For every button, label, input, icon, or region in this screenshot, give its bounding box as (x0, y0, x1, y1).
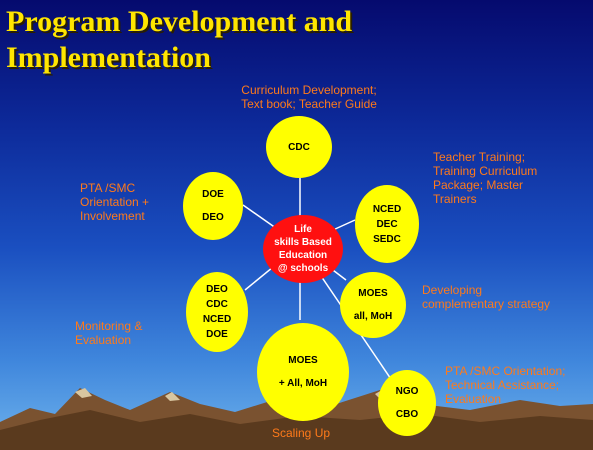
label-scaling-up: Scaling Up (272, 426, 330, 440)
node-moes-moh-line-1: MOES (358, 288, 388, 299)
node-moes-all-line-2: + All, MoH (278, 378, 328, 389)
node-ngo-line-1: NGO (395, 386, 419, 397)
node-nced-line-1: NCED (372, 203, 402, 215)
label-pta-involvement-line-2: Orientation + (80, 195, 150, 209)
label-curriculum-line-2: Text book; Teacher Guide (241, 97, 377, 111)
node-nced-dec-sedc: NCED DEC SEDC (355, 185, 419, 263)
node-ngo-cbo: NGO CBO (378, 370, 436, 436)
label-pta-orientation: PTA /SMC Orientation; Technical Assistan… (445, 364, 566, 406)
label-teacher-training-line-4: Trainers (433, 192, 477, 206)
node-nced-line-3: SEDC (373, 233, 401, 245)
node-monitor-line-1: DEO (206, 284, 228, 295)
node-cdc-line-1: CDC (288, 141, 310, 153)
node-doe-deo-line-1: DOE (202, 189, 224, 200)
label-pta-orientation-line-1: PTA /SMC Orientation; (445, 364, 566, 378)
label-teacher-training-line-2: Training Curriculum (433, 164, 538, 178)
node-moes-all-line-1: MOES (288, 355, 318, 366)
label-teacher-training-line-3: Package; Master (433, 178, 524, 192)
node-monitor-line-2: CDC (206, 299, 228, 310)
label-pta-involvement: PTA /SMC Orientation + Involvement (80, 181, 149, 223)
node-monitor-line-4: DOE (206, 329, 228, 340)
node-nced-line-2: DEC (376, 218, 398, 230)
center-line-3: Education (278, 250, 328, 261)
label-teacher-training: Teacher Training; Training Curriculum Pa… (433, 150, 537, 206)
node-cdc: CDC (266, 116, 332, 178)
label-scaling-line-1: Scaling Up (272, 426, 331, 440)
label-monitoring-line-1: Monitoring & (75, 319, 143, 333)
label-monitoring: Monitoring & Evaluation (75, 319, 142, 347)
center-line-2: skills Based (274, 237, 332, 248)
title-line-1: Program Development and (6, 5, 353, 38)
label-developing-line-1: Developing (422, 283, 483, 297)
node-doe-deo: DOE DEO (183, 172, 243, 240)
label-monitoring-line-2: Evaluation (75, 333, 132, 347)
node-ngo-line-2: CBO (395, 409, 419, 420)
node-doe-deo-line-2: DEO (202, 212, 224, 223)
node-moes-all-moh: MOES all, MoH (340, 272, 406, 338)
node-monitor-line-3: NCED (202, 314, 232, 325)
page-title: Program Development and Implementation (6, 4, 566, 76)
title-line-2: Implementation (6, 41, 211, 74)
label-pta-orientation-line-3: Evaluation (445, 392, 502, 406)
label-curriculum-line-1: Curriculum Development; (241, 83, 377, 97)
node-moes-all: MOES + All, MoH (257, 323, 349, 421)
label-developing-line-2: complementary strategy (422, 297, 551, 311)
center-line-4: @ schools (277, 263, 329, 274)
label-pta-involvement-line-1: PTA /SMC (80, 181, 136, 195)
label-pta-orientation-line-2: Technical Assistance; (445, 378, 560, 392)
node-moes-moh-line-2: all, MoH (353, 311, 393, 322)
label-pta-involvement-line-3: Involvement (80, 209, 145, 223)
node-deo-cdc-nced-doe: DEO CDC NCED DOE (186, 272, 248, 352)
center-line-1: Life (294, 224, 312, 235)
label-curriculum: Curriculum Development; Text book; Teach… (229, 83, 389, 111)
label-teacher-training-line-1: Teacher Training; (433, 150, 526, 164)
label-developing: Developing complementary strategy (422, 283, 550, 311)
center-node-life-skills: Life skills Based Education @ schools (263, 215, 343, 283)
